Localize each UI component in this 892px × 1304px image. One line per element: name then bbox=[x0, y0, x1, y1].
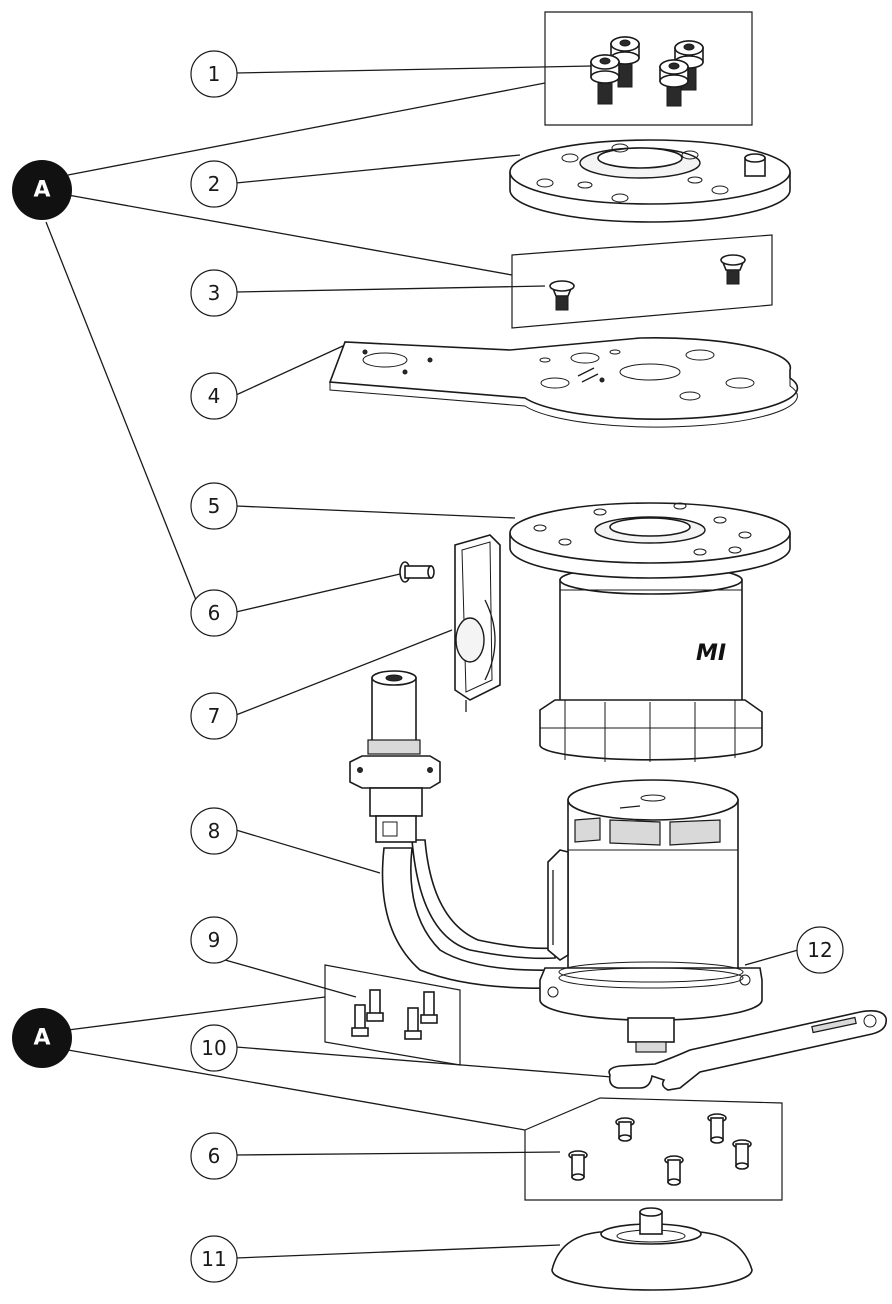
part-9-box bbox=[324, 964, 461, 1066]
part-11-base-cap bbox=[551, 1207, 753, 1291]
callout-5: 5 bbox=[190, 482, 238, 530]
badge-a-top-label: A bbox=[33, 178, 50, 203]
leader-a-to-3 bbox=[67, 194, 513, 276]
leader-1 bbox=[235, 65, 593, 74]
callout-10-label: 10 bbox=[201, 1036, 226, 1060]
callout-2: 2 bbox=[190, 160, 238, 208]
leader-11 bbox=[235, 1244, 561, 1259]
screw bbox=[366, 989, 384, 1022]
leader-a-to-6 bbox=[45, 221, 197, 601]
screw bbox=[351, 1004, 369, 1037]
callout-4-label: 4 bbox=[208, 384, 221, 408]
part-6b-box bbox=[524, 1097, 783, 1201]
part-3-countersunk-screws bbox=[511, 234, 773, 329]
callout-5-label: 5 bbox=[208, 494, 221, 518]
callout-12-label: 12 bbox=[807, 938, 832, 962]
leader-4 bbox=[235, 344, 346, 396]
leader-2 bbox=[235, 154, 521, 184]
leader-6a bbox=[235, 573, 401, 613]
part-8-connector-cable bbox=[349, 670, 556, 989]
callout-1-label: 1 bbox=[208, 62, 221, 86]
callout-3: 3 bbox=[190, 269, 238, 317]
screw bbox=[404, 1007, 422, 1040]
screw bbox=[707, 1113, 727, 1144]
badge-a-bottom-label: A bbox=[33, 1026, 50, 1051]
callout-6a-label: 6 bbox=[208, 601, 221, 625]
callouts: 1 2 3 4 5 6 7 8 9 10 6 11 12 bbox=[190, 50, 844, 1283]
badge-a-bottom: A bbox=[12, 1008, 72, 1068]
callout-8: 8 bbox=[190, 807, 238, 855]
leader-a-to-9 bbox=[67, 996, 326, 1031]
cap-screw bbox=[590, 54, 620, 105]
leader-6b bbox=[235, 1151, 561, 1156]
leader-5 bbox=[235, 505, 516, 519]
callout-4: 4 bbox=[190, 372, 238, 420]
callout-11: 11 bbox=[190, 1235, 238, 1283]
callout-1: 1 bbox=[190, 50, 238, 98]
screw bbox=[664, 1155, 684, 1186]
screw bbox=[615, 1117, 635, 1142]
callout-9: 9 bbox=[190, 916, 238, 964]
leader-7 bbox=[235, 629, 453, 716]
leader-3 bbox=[235, 285, 546, 293]
cap-screw bbox=[659, 59, 689, 107]
callout-6a: 6 bbox=[190, 589, 238, 637]
callout-11-label: 11 bbox=[201, 1247, 226, 1271]
callout-7-label: 7 bbox=[208, 704, 221, 728]
badge-a-top: A bbox=[12, 160, 72, 220]
part-1-box bbox=[544, 11, 753, 126]
callout-9-label: 9 bbox=[208, 928, 221, 952]
part-7-clip bbox=[454, 534, 501, 712]
screw bbox=[420, 991, 438, 1024]
housing-logo-text: MI bbox=[696, 641, 726, 666]
part-5-housing: MI bbox=[509, 502, 791, 762]
callout-6b: 6 bbox=[190, 1132, 238, 1180]
callout-2-label: 2 bbox=[208, 172, 221, 196]
leader-a-to-6b bbox=[67, 1049, 526, 1131]
callout-3-label: 3 bbox=[208, 281, 221, 305]
leader-lines bbox=[45, 65, 799, 1259]
leader-9 bbox=[217, 957, 357, 998]
callout-7: 7 bbox=[190, 692, 238, 740]
countersunk-screw bbox=[720, 254, 746, 285]
leader-8 bbox=[235, 829, 381, 874]
part-1-cap-screws bbox=[544, 11, 753, 126]
badges: A A bbox=[12, 160, 72, 1068]
part-9-screws bbox=[324, 964, 461, 1066]
screw bbox=[568, 1150, 588, 1181]
leader-12 bbox=[744, 949, 799, 966]
callout-8-label: 8 bbox=[208, 819, 221, 843]
screw bbox=[732, 1139, 752, 1170]
part-6-small-screw bbox=[399, 561, 435, 583]
part-12-motor-unit bbox=[539, 779, 763, 1053]
leader-10 bbox=[235, 1046, 613, 1078]
callout-12: 12 bbox=[796, 926, 844, 974]
part-2-adapter-plate bbox=[509, 139, 791, 223]
part-4-mounting-bracket bbox=[328, 337, 799, 428]
leader-a-to-1 bbox=[67, 82, 546, 176]
callout-10: 10 bbox=[190, 1024, 238, 1072]
callout-6b-label: 6 bbox=[208, 1144, 221, 1168]
part-10-wrench bbox=[608, 1010, 888, 1091]
part-3-box bbox=[511, 234, 773, 329]
countersunk-screw bbox=[549, 280, 575, 311]
part-6b-screws bbox=[524, 1097, 783, 1201]
